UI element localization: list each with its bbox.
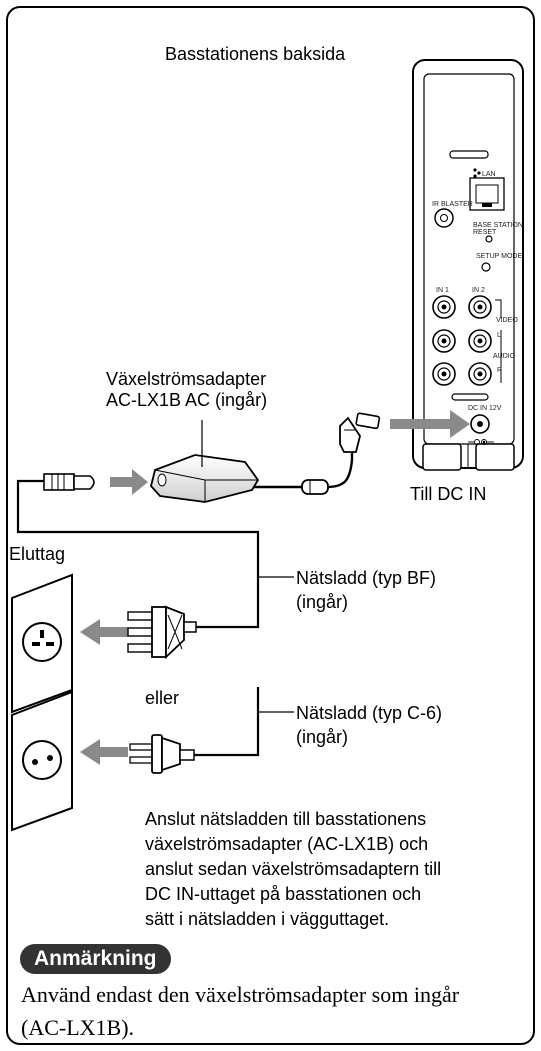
instruction-line: Anslut nätsladden till basstationens [145,809,427,829]
base-station-rear: LAN IR BLASTER BASE STATION RESET SETUP … [412,59,524,471]
lan-port [469,177,505,211]
lan-label: LAN [482,171,496,178]
polarity-icon [468,439,494,445]
dc-in-label: DC IN 12V [468,405,502,412]
reset-button [485,235,493,243]
audio-l-label: L [497,332,501,339]
network-icon [473,168,481,178]
ir-blaster-label: IR BLASTER [432,201,473,208]
ferrite-core [301,479,329,495]
appliance-connector [43,473,95,491]
arrow-to-outlet-bf [80,619,128,645]
ir-blaster-port [434,208,454,228]
arrow-to-adapter [110,469,148,495]
adapter-label-line2: AC-LX1B AC (ingår) [106,390,268,410]
arrow-to-outlet-c6 [80,739,128,765]
audio-r-label: R [497,367,502,374]
instruction-paragraph: Anslut nätsladden till basstationens väx… [145,807,525,932]
arrow-to-dc-in [390,410,470,438]
note-line: Använd endast den växelströmsadapter som… [21,982,460,1007]
note-heading: Anmärkning [20,944,171,974]
wall-outlet-c6 [11,690,73,832]
instruction-line: anslut sedan växelströmsadaptern till [145,859,442,879]
c6-plug [129,734,195,774]
audio-label: AUDIO [493,353,516,360]
page-frame [6,6,535,1045]
note-line: (AC-LX1B). [21,1015,135,1040]
cord-c6-label-line2: (ingår) [296,727,349,747]
video-label: VIDEO [496,317,518,324]
or-label: eller [145,688,180,708]
wall-outlet-bf [11,573,73,714]
instruction-line: växelströmsadapter (AC-LX1B) och [145,834,429,854]
bf-plug [127,605,197,660]
instruction-line: DC IN-uttaget på basstationen och [145,884,422,904]
rear-title: Basstationens baksida [165,44,346,64]
dc-cord [253,452,354,489]
power-cord-c6 [193,687,260,757]
setup-mode-button [481,262,491,272]
instruction-line: sätt i nätsladden i vägguttaget. [145,909,390,929]
note-body: Använd endast den växelströmsadapter som… [21,978,529,1044]
arrows [80,410,470,765]
reset-label-line2: RESET [473,229,497,236]
ac-adapter [150,454,260,503]
cord-bf-label-line1: Nätsladd (typ BF) [296,568,437,588]
reset-label-line1: BASE STATION [473,222,523,229]
dc-in-jack [470,414,490,434]
to-dc-in-label: Till DC IN [410,484,487,504]
cord-c6-label-line1: Nätsladd (typ C-6) [296,703,443,723]
adapter-label-line1: Växelströmsadapter [106,369,267,389]
in1-label: IN 1 [436,287,449,294]
dc-plug [339,412,381,453]
power-cord-bf [16,479,260,629]
in2-label: IN 2 [472,287,485,294]
setup-mode-label: SETUP MODE [476,253,522,260]
cord-bf-label-line2: (ingår) [296,592,349,612]
rca-jacks [432,295,492,386]
outlet-label: Eluttag [9,544,66,564]
